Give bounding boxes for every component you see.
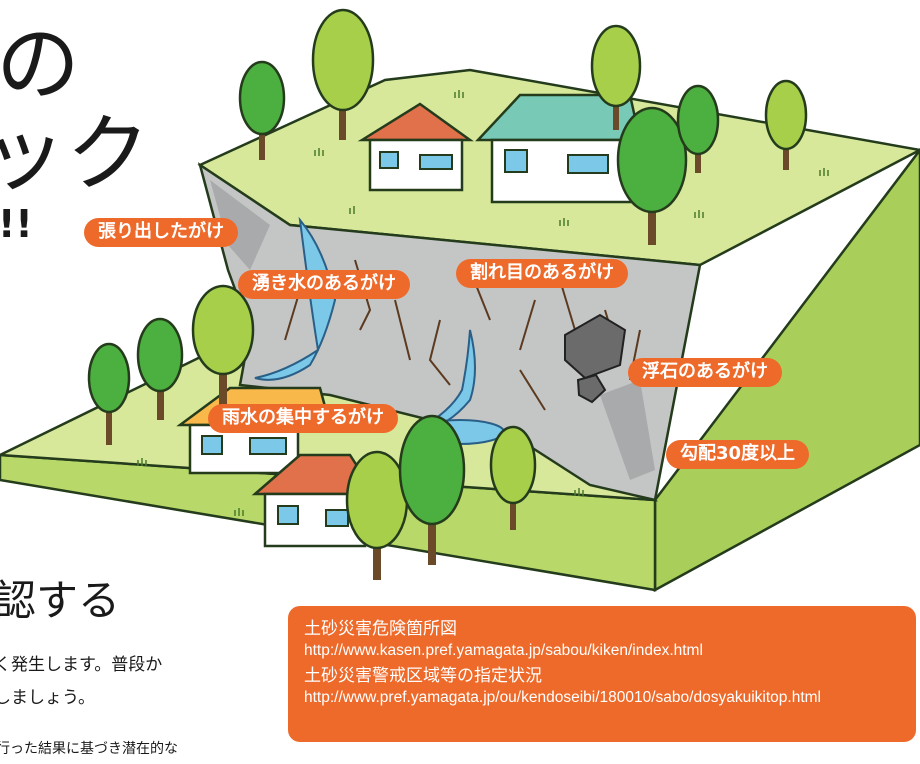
loose-rock xyxy=(576,373,607,404)
house-red-roof xyxy=(357,102,474,192)
info-box: 土砂災害危険箇所図 http://www.kasen.pref.yamagata… xyxy=(288,606,916,742)
tree xyxy=(191,284,255,410)
label-slope-angle: 勾配30度以上 xyxy=(666,440,810,469)
label-spring-water-cliff: 湧き水のあるがけ xyxy=(238,270,410,299)
tree xyxy=(136,317,184,420)
heading-line-1: の xyxy=(0,15,81,113)
house-teal-roof xyxy=(475,93,642,204)
body-text-line-3: 行った結果に基づき潜在的な xyxy=(0,741,178,757)
info-link-designation-status[interactable]: http://www.pref.yamagata.jp/ou/kendoseib… xyxy=(304,689,821,706)
cliff-shade xyxy=(600,380,655,480)
body-text-line-1: く発生します。普段か xyxy=(0,655,163,675)
tree xyxy=(676,84,720,173)
info-title-designation-status: 土砂災害警戒区域等の指定状況 xyxy=(304,666,542,686)
tree xyxy=(87,342,131,445)
label-loose-rock-cliff: 浮石のあるがけ xyxy=(628,358,782,387)
tree xyxy=(345,450,409,580)
label-rainwater-cliff: 雨水の集中するがけ xyxy=(208,404,398,433)
heading-line-3: !! xyxy=(0,202,33,246)
section-heading: 認する xyxy=(0,576,121,625)
info-link-hazard-map[interactable]: http://www.kasen.pref.yamagata.jp/sabou/… xyxy=(304,642,703,659)
heading-line-2: ック xyxy=(0,105,151,203)
tree xyxy=(590,24,642,130)
loose-rock xyxy=(564,313,627,380)
tree xyxy=(238,60,286,160)
tree xyxy=(398,414,466,565)
tree xyxy=(616,106,688,245)
cliff-shade xyxy=(210,180,270,270)
body-text-line-2: しましょう。 xyxy=(0,688,95,708)
tree xyxy=(764,79,808,170)
info-title-hazard-map: 土砂災害危険箇所図 xyxy=(304,619,457,639)
label-cracked-cliff: 割れ目のあるがけ xyxy=(456,259,628,288)
tree xyxy=(311,8,375,140)
grass-tufts xyxy=(137,90,829,516)
tree xyxy=(489,425,537,530)
label-overhang-cliff: 張り出したがけ xyxy=(84,218,238,247)
